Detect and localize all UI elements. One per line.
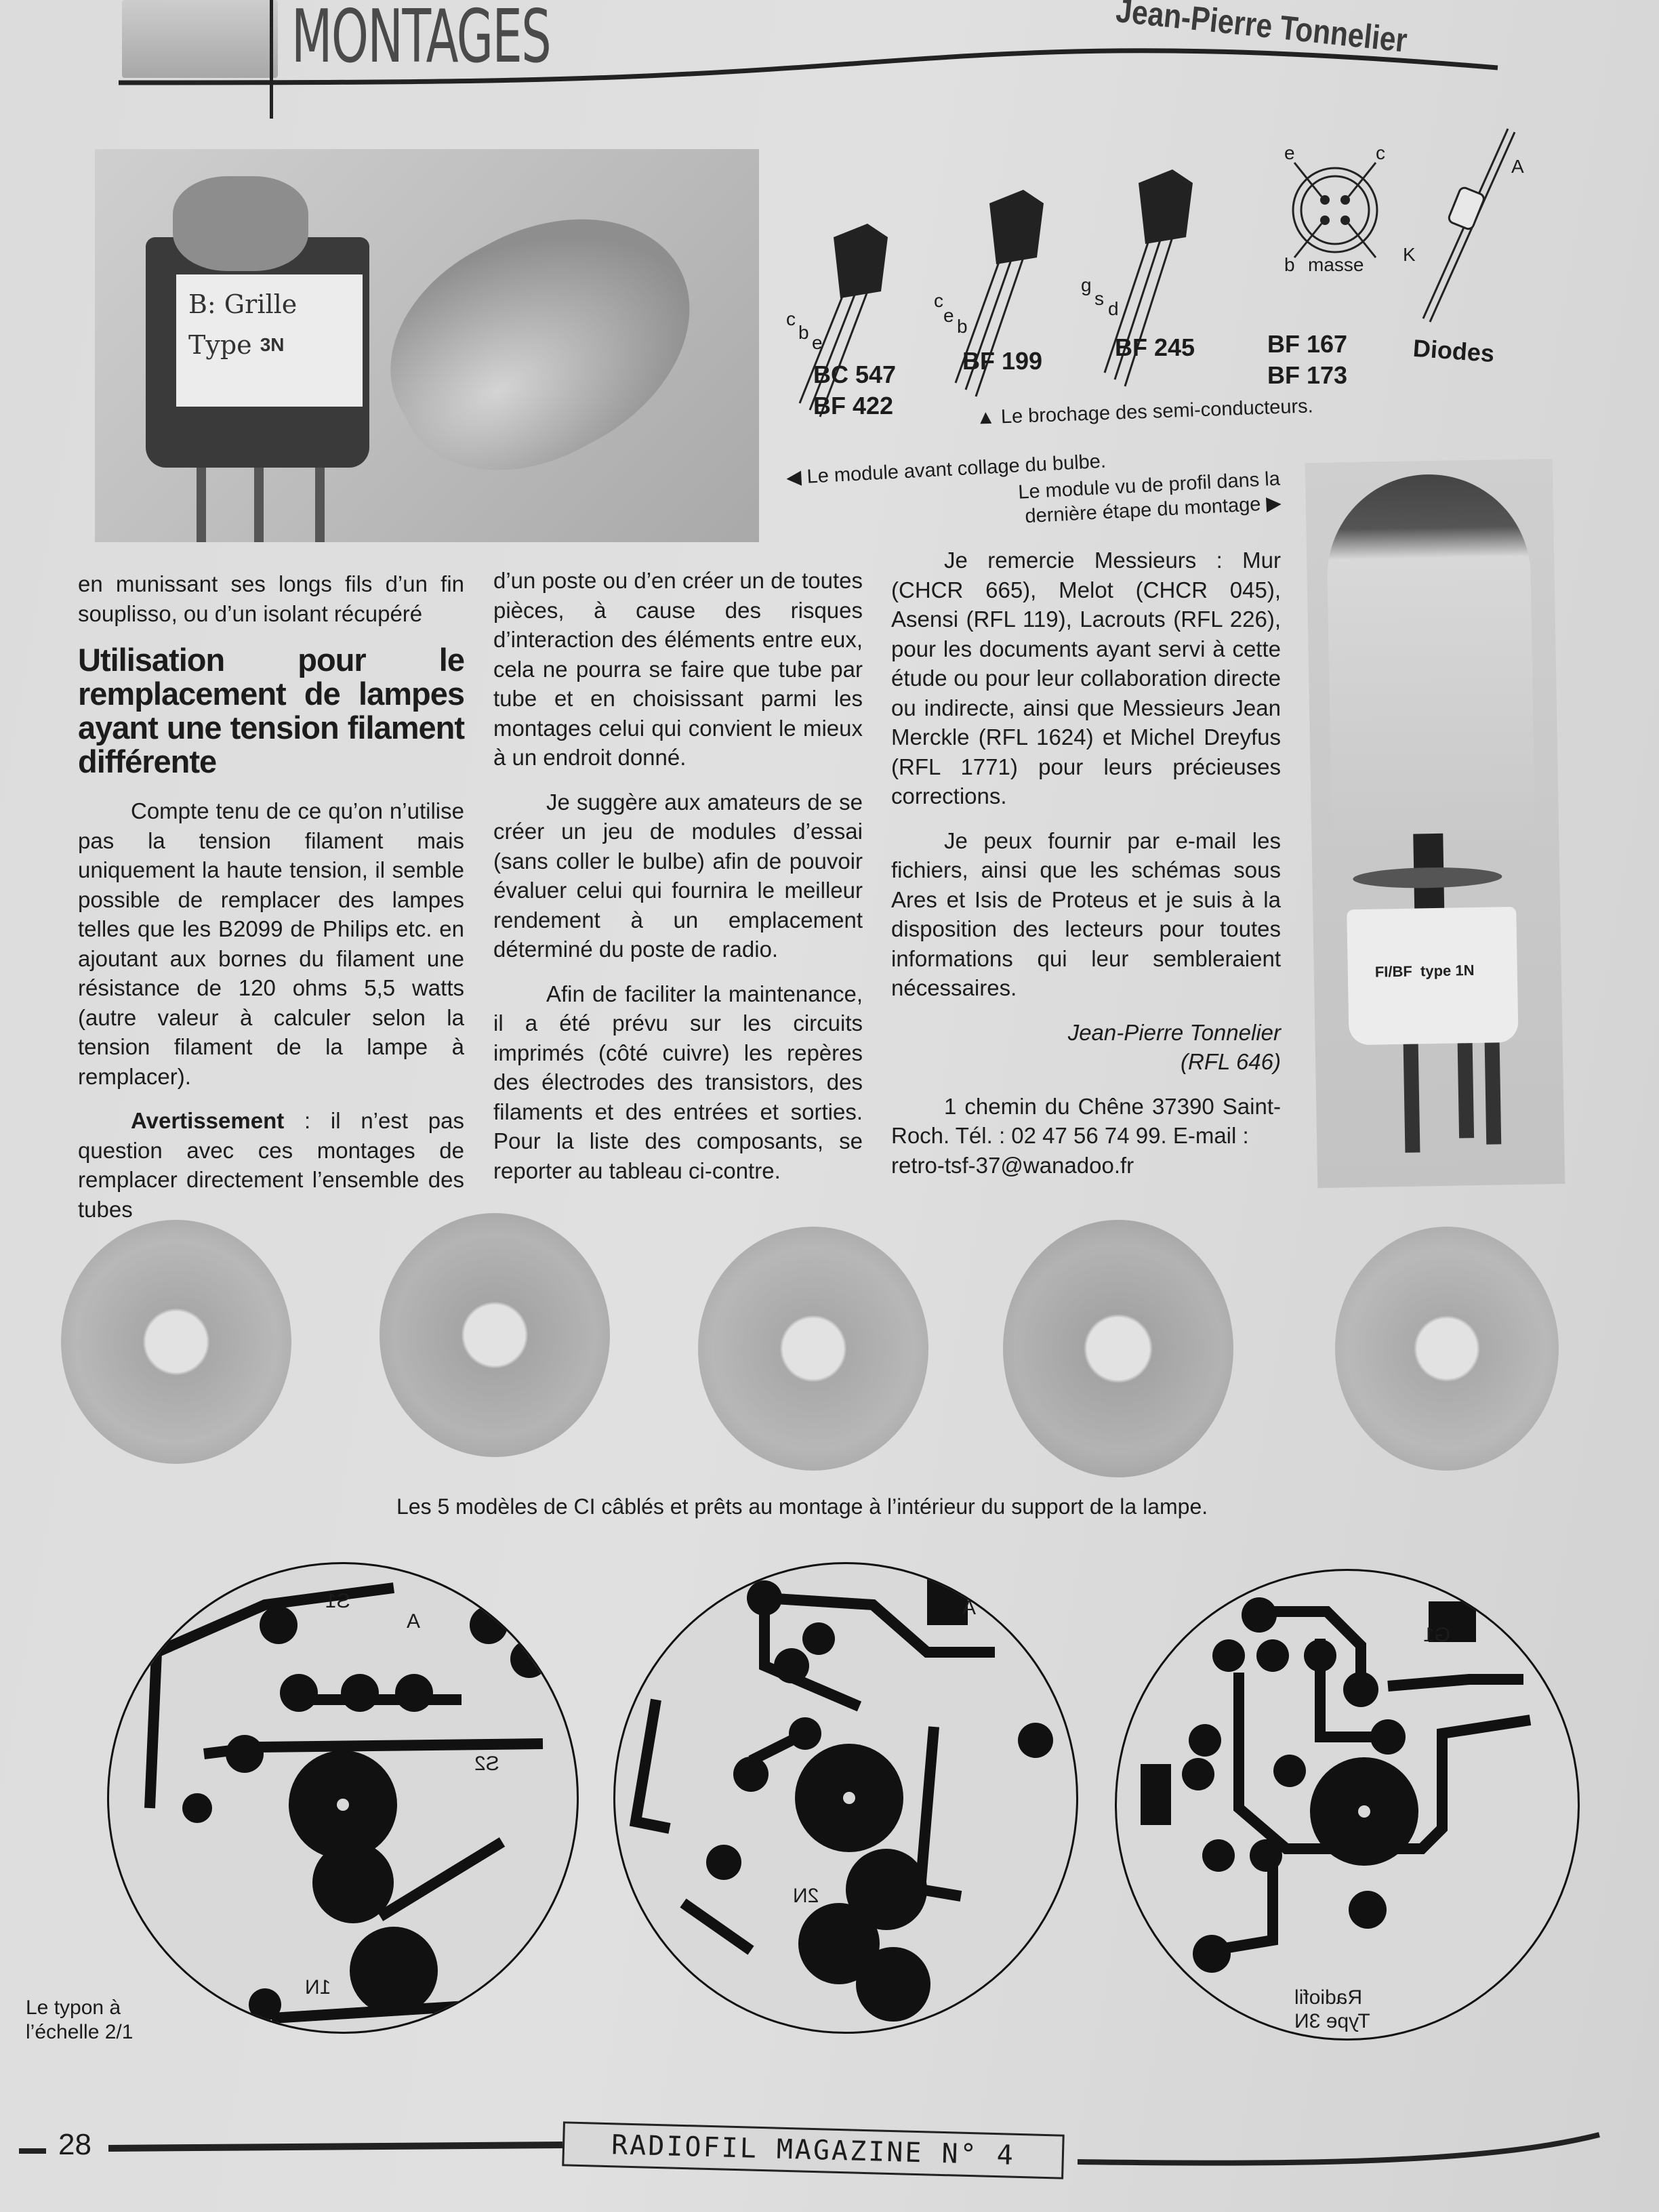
module-components (173, 176, 308, 271)
footer-dash (19, 2148, 46, 2154)
module-pin (254, 468, 264, 542)
pcb-label: A (407, 1610, 421, 1633)
pcb-label: S1 (325, 1590, 350, 1612)
pcb-label: S2 (474, 1753, 499, 1775)
pin-label: c (1376, 142, 1385, 163)
pcb-label: 1N (305, 1976, 331, 1999)
pcb-label: 2N (793, 1885, 819, 1907)
signature-id: (RFL 646) (1181, 1049, 1281, 1074)
pin-label: s (1094, 288, 1104, 309)
header-vertical-rule (270, 0, 273, 119)
part-name-bf245: BF 245 (1115, 333, 1195, 361)
paragraph: d’un poste ou d’en créer un de toutes pi… (493, 568, 863, 770)
wired-boards-photo (54, 1213, 1599, 1498)
contact-email[interactable]: retro-tsf-37@wanadoo.fr (891, 1152, 1134, 1178)
pcb-traces (144, 1582, 548, 2024)
part-name-bf199: BF 199 (962, 347, 1043, 375)
wired-board-4 (1003, 1220, 1233, 1477)
warning-label: Avertissement (131, 1108, 285, 1133)
typon-caption: Le typon à l’échelle 2/1 (26, 1996, 133, 2045)
wired-boards-caption: Les 5 modèles de CI câblés et prêts au m… (396, 1494, 1208, 1519)
part-name-line1: BF 167 (1267, 330, 1348, 358)
pin-label: c (934, 290, 943, 311)
typon-caption-line-1: Le typon à (26, 1996, 121, 2019)
part-name-line2: BF 173 (1267, 361, 1348, 389)
pin-label: d (1108, 298, 1119, 319)
tube-bulb (1326, 472, 1536, 856)
module-handwritten-label: B: Grille Type 3N (176, 274, 363, 407)
paragraph: Je suggère aux amateurs de se créer un j… (493, 789, 863, 962)
module-pin (315, 468, 325, 542)
pin-label: e (1284, 142, 1295, 163)
pin-label: e (943, 305, 954, 326)
label-line-1: B: Grille (188, 289, 298, 319)
profile-photo: FI/BF type 1N (1305, 458, 1565, 1189)
label-type-word: Type (188, 330, 252, 360)
part-name-bf167: BF 167 BF 173 (1267, 329, 1347, 391)
paragraph: Compte tenu de ce qu’on n’utilise pas la… (78, 798, 464, 1089)
pcb-label: G1 (1423, 1624, 1451, 1646)
pcb-disc (1353, 866, 1502, 890)
pin-label: masse (1308, 254, 1364, 275)
contact-address: 1 chemin du Chêne 37390 Saint-Roch. Tél.… (891, 1093, 1281, 1149)
tube-pin (1403, 1044, 1420, 1153)
wired-board-1 (61, 1220, 291, 1464)
pin-label: g (1081, 274, 1092, 295)
tube-pin (1457, 1043, 1475, 1139)
pin-label: b (798, 322, 809, 343)
rubric-logo-illustration (122, 0, 278, 78)
pcb-label: A (962, 1597, 977, 1619)
pcb-traces (629, 1578, 1053, 2022)
paragraph: en munissant ses longs fils d’un fin sou… (78, 571, 464, 626)
paragraph-warning: Avertissement : il n’est pas question av… (78, 1106, 464, 1224)
typon-board-1 (107, 1562, 579, 2034)
wired-board-3 (698, 1227, 928, 1471)
tube-pin (1484, 1042, 1502, 1145)
page-number: 28 (58, 2128, 91, 2161)
wired-board-2 (380, 1213, 610, 1457)
tube-socket-white: FI/BF type 1N (1347, 906, 1519, 1046)
article-column-3: Je remercie Messieurs : Mur (CHCR 665), … (891, 546, 1281, 1195)
pcb-label: Radiofil (1294, 1986, 1363, 2009)
pcb-label: Type 3N (1294, 2010, 1370, 2032)
module-photo: B: Grille Type 3N (95, 149, 759, 542)
wired-board-5 (1335, 1227, 1559, 1471)
signature-name: Jean-Pierre Tonnelier (1067, 1019, 1281, 1045)
header-wave-rule (118, 48, 1498, 85)
pin-label: b (957, 316, 968, 337)
article-column-1: en munissant ses longs fils d’un fin sou… (78, 569, 465, 1239)
paragraph: Afin de faciliter la maintenance, il a é… (493, 981, 863, 1183)
pin-label: K (1403, 244, 1416, 265)
pin-label: A (1511, 156, 1524, 177)
rubric-title: MONTAGES (291, 0, 552, 79)
label-line-2: Type 3N (188, 325, 350, 365)
pin-label: b (1284, 254, 1295, 275)
article-column-2: d’un poste ou d’en créer un de toutes pi… (493, 566, 863, 1200)
footer-wave-rule (108, 2132, 1600, 2166)
paragraph: Je peux fournir par e-mail les fichiers,… (891, 827, 1281, 1001)
socket-label: FI/BF type 1N (1374, 962, 1475, 981)
part-name-line2: BF 422 (813, 392, 894, 419)
part-name-line1: BC 547 (813, 361, 897, 388)
pcb-traces (1141, 1597, 1532, 1973)
paragraph: Je remercie Messieurs : Mur (CHCR 665), … (891, 548, 1281, 808)
warning-text: : il n’est pas question avec ces montage… (78, 1108, 464, 1222)
pin-label: e (812, 332, 823, 353)
part-name-bc547: BC 547 BF 422 (813, 359, 896, 422)
typon-board-2 (613, 1562, 1078, 2034)
typon-board-3 (1115, 1569, 1580, 2041)
part-name-diodes: Diodes (1412, 333, 1496, 368)
magazine-title: RADIOFIL MAGAZINE N° 4 (611, 2129, 1016, 2171)
module-pin (197, 468, 206, 542)
transistor-drawings (798, 128, 1516, 417)
glass-bulb (352, 170, 733, 514)
label-type-code: 3N (260, 334, 285, 355)
pinout-diagram: c b e c e b g s d e c b masse A K BC 547… (773, 102, 1545, 427)
pin-label: c (786, 308, 796, 329)
typon-caption-line-2: l’échelle 2/1 (26, 2021, 134, 2043)
section-heading: Utilisation pour le remplacement de lamp… (78, 642, 465, 779)
